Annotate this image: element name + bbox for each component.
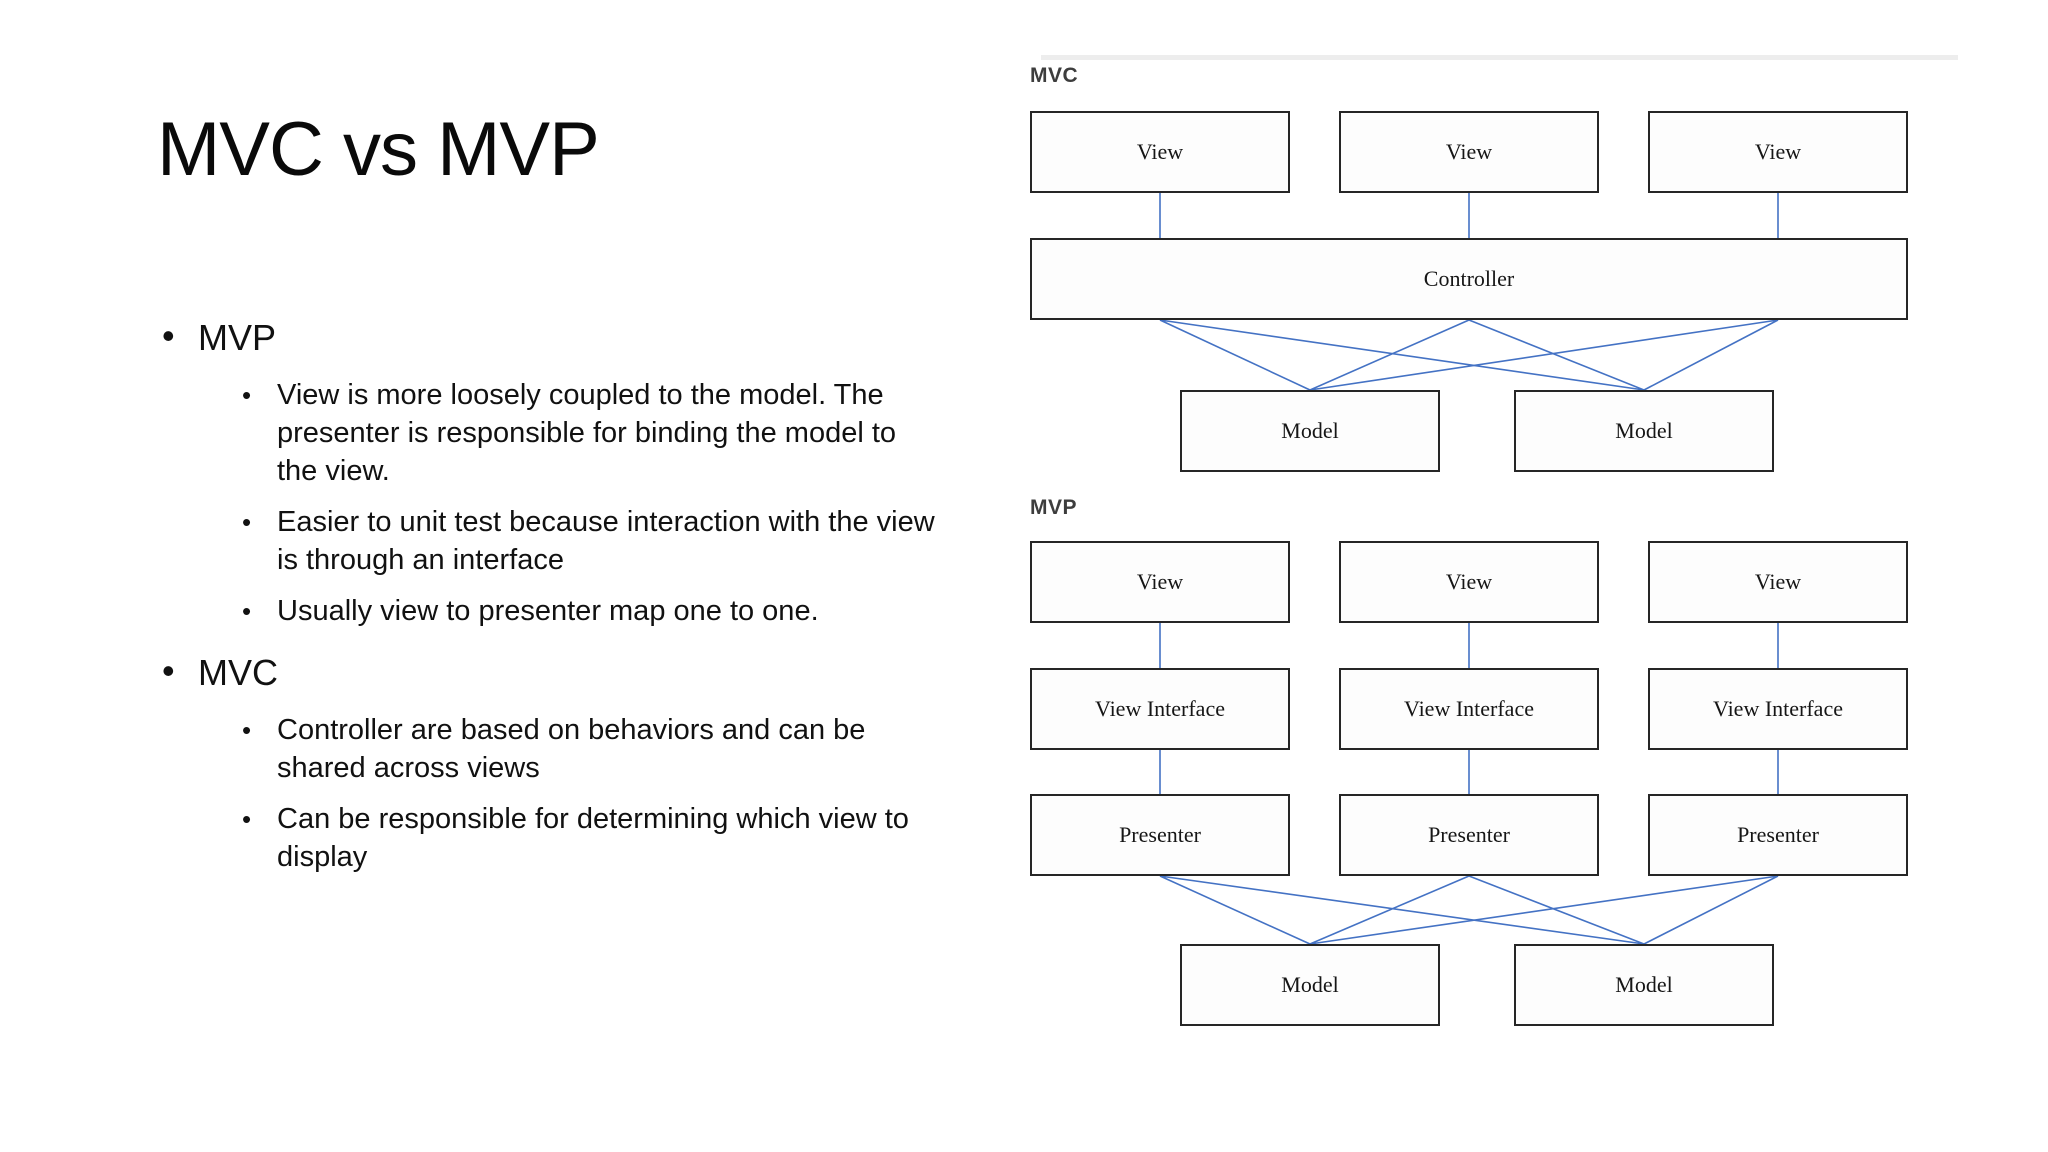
bullet-heading-mvp: MVP [160,314,1060,360]
bullet-line: Usually view to presenter map one to one… [277,595,819,627]
bullet-line: shared across views [277,752,540,784]
diagram-separator [1041,55,1958,60]
bullet-line: Can be responsible for determining which… [277,803,909,835]
bullet-line: is through an interface [277,544,564,576]
mvp-model-box-2: Model [1514,944,1774,1026]
mvp-view-box-2: View [1339,541,1599,623]
bullet-item: View is more loosely coupled to the mode… [242,376,1060,490]
connector-line [1309,319,1779,391]
connector-line [1468,875,1645,945]
mvc-model-box-2: Model [1514,390,1774,472]
bullet-list: MVP View is more loosely coupled to the … [160,314,1060,889]
connector-line [1309,319,1470,391]
bullet-item: Usually view to presenter map one to one… [242,592,1060,630]
slide-title: MVC vs MVP [157,107,600,192]
bullet-line: Easier to unit test because interaction … [277,506,935,538]
bullet-item: Controller are based on behaviors and ca… [242,711,1060,787]
bullet-heading-mvc: MVC [160,649,1060,695]
mvp-view-interface-box-3: View Interface [1648,668,1908,750]
mvc-view-box-2: View [1339,111,1599,193]
connector-line [1159,319,1311,391]
connector-line [1159,875,1645,945]
connector-line [1643,875,1779,945]
mvc-model-box-1: Model [1180,390,1440,472]
connector-line [1309,875,1779,945]
connector-line [1643,319,1779,391]
bullet-item: Can be responsible for determining which… [242,800,1060,876]
mvp-model-box-1: Model [1180,944,1440,1026]
mvp-view-box-3: View [1648,541,1908,623]
mvp-view-interface-box-1: View Interface [1030,668,1290,750]
connector-line [1159,319,1645,391]
bullet-line: Controller are based on behaviors and ca… [277,714,866,746]
bullet-line: View is more loosely coupled to the mode… [277,379,884,411]
mvc-view-box-3: View [1648,111,1908,193]
mvp-view-box-1: View [1030,541,1290,623]
mvp-presenter-box-2: Presenter [1339,794,1599,876]
bullet-line: display [277,841,368,873]
mvp-presenter-box-3: Presenter [1648,794,1908,876]
mvp-view-interface-box-2: View Interface [1339,668,1599,750]
connector-line [1468,319,1645,391]
mvc-diagram-label: MVC [1030,64,1079,87]
mvp-presenter-box-1: Presenter [1030,794,1290,876]
connector-line [1159,875,1311,945]
bullet-line: the view. [277,455,390,487]
bullet-line: presenter is responsible for binding the… [277,417,897,449]
mvc-controller-box: Controller [1030,238,1908,320]
mvc-view-box-1: View [1030,111,1290,193]
mvp-diagram-label: MVP [1030,496,1078,519]
connector-line [1309,875,1470,945]
bullet-item: Easier to unit test because interaction … [242,503,1060,579]
